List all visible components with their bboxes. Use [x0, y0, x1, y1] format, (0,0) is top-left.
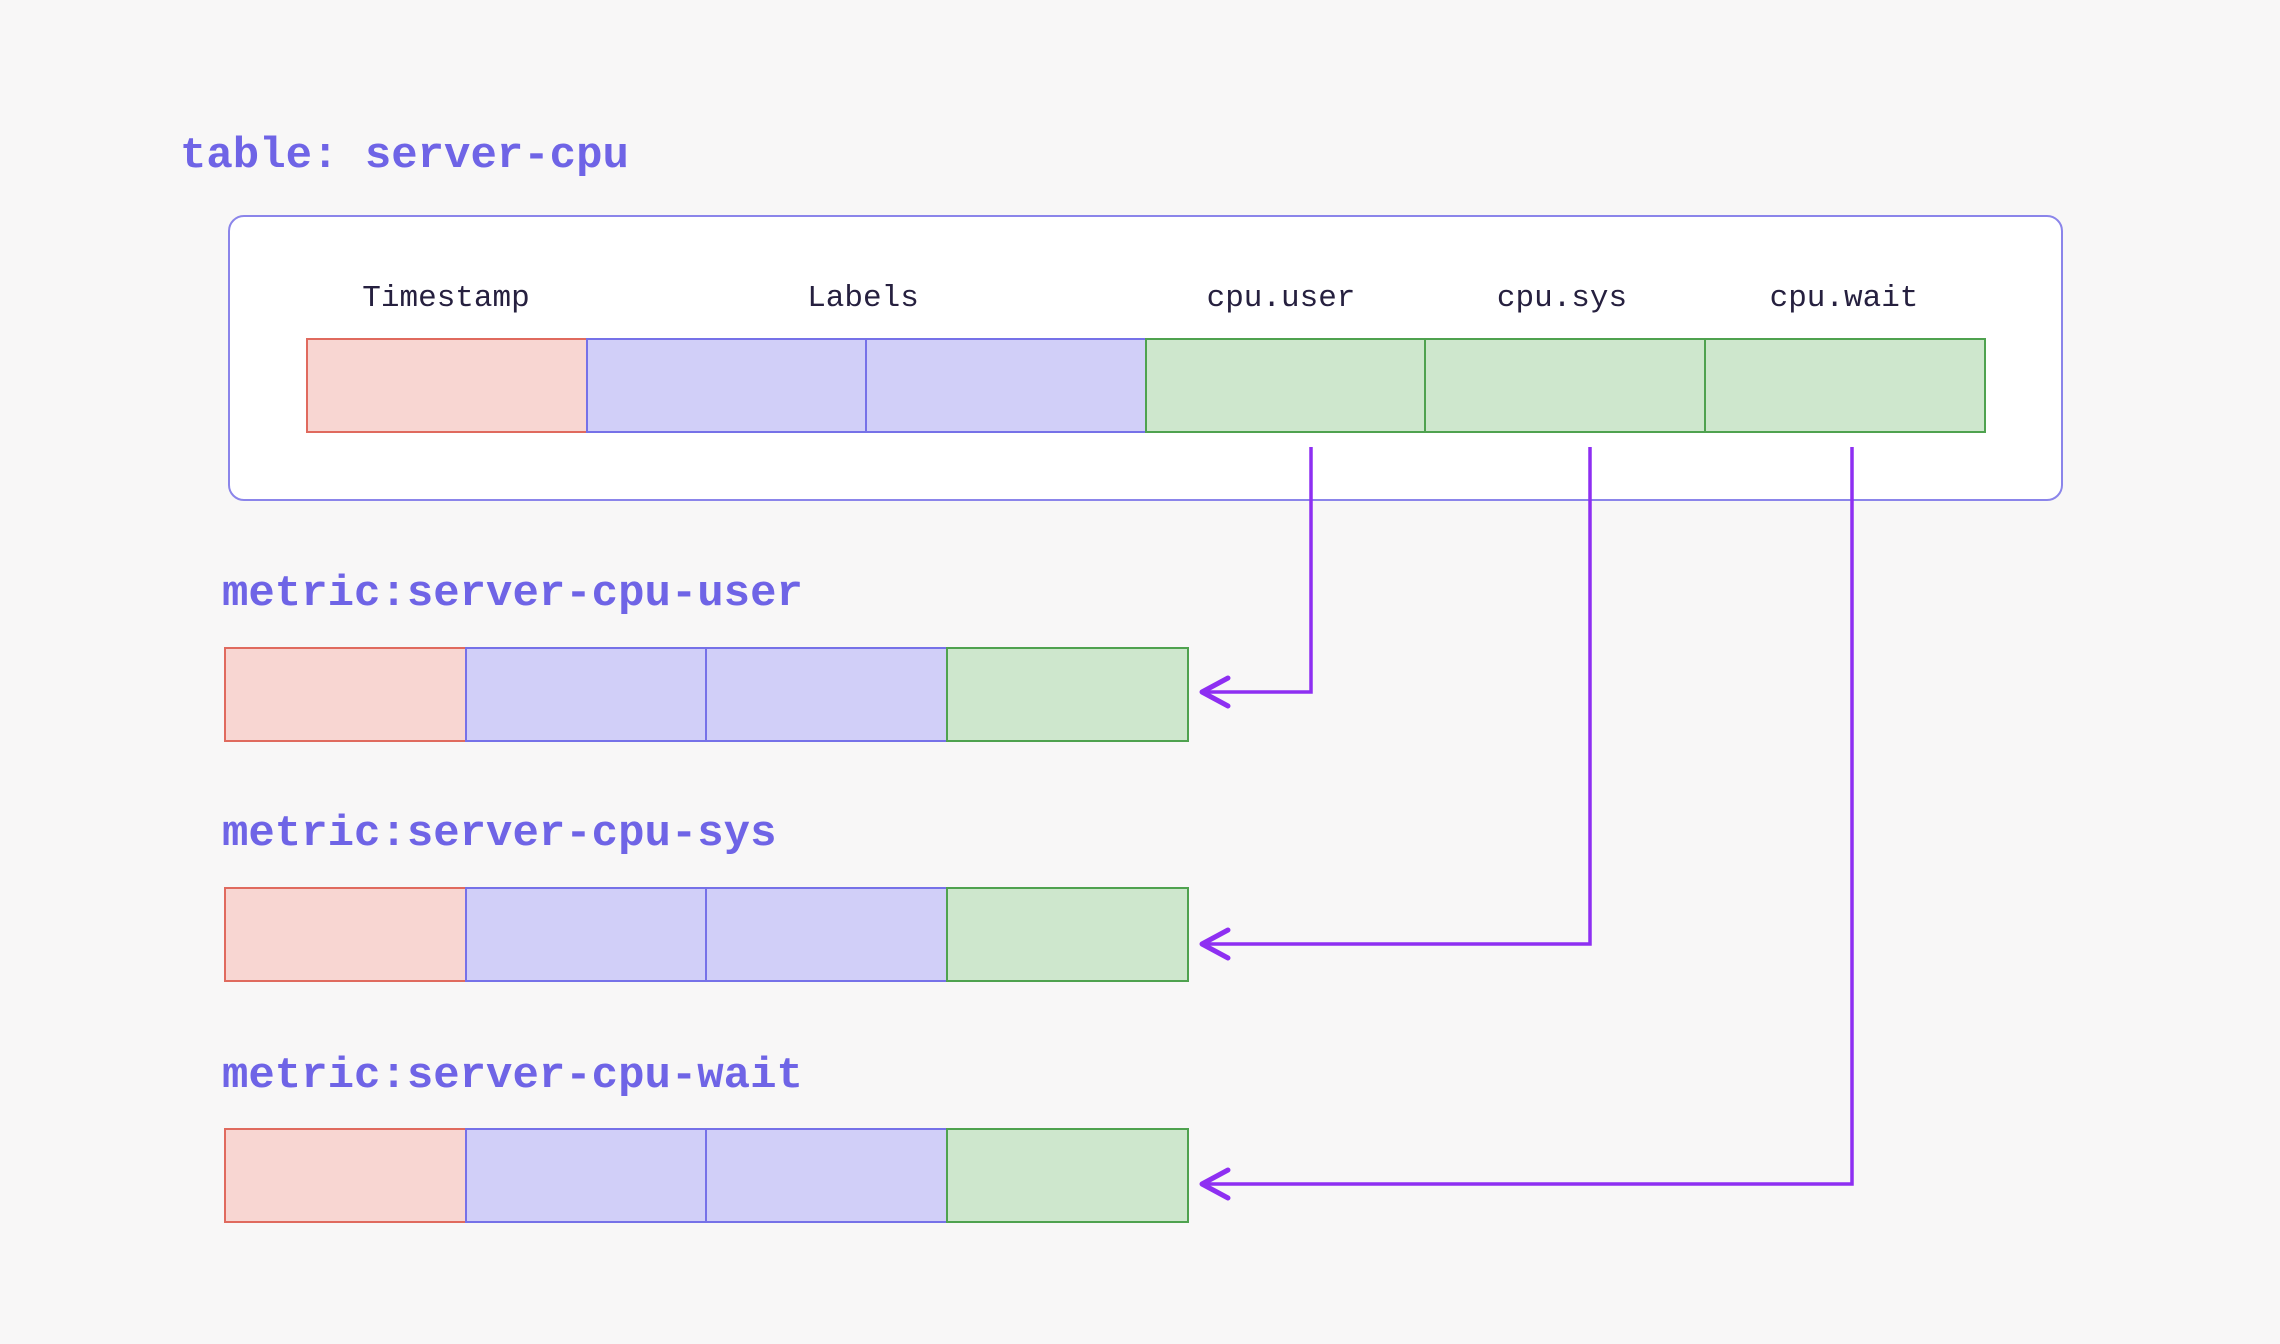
column-header-cpu-user: cpu.user	[1206, 281, 1356, 316]
metric-labels-cell-2	[705, 1128, 948, 1223]
column-header-timestamp: Timestamp	[362, 281, 530, 316]
metric-row-cpu-sys	[224, 887, 1189, 982]
metric-value-cell	[945, 887, 1189, 982]
metric-timestamp-cell	[224, 1128, 467, 1223]
metric-timestamp-cell	[224, 647, 467, 742]
table-field-cell-cpu-wait	[1703, 338, 1986, 433]
metric-labels-cell-1	[464, 1128, 708, 1223]
table-title: table: server-cpu	[180, 131, 629, 181]
metric-labels-cell-1	[464, 887, 708, 982]
metric-row-cpu-wait	[224, 1128, 1189, 1223]
arrow-cpu-wait-to-metric	[1199, 447, 1854, 1201]
table-labels-cell-1	[585, 338, 868, 433]
table-schema-row	[306, 338, 1986, 433]
table-labels-cell-2	[865, 338, 1147, 433]
metric-labels-cell-2	[705, 887, 948, 982]
metric-labels-cell-1	[464, 647, 708, 742]
metric-value-cell	[945, 1128, 1189, 1223]
metric-row-cpu-user	[224, 647, 1189, 742]
metric-labels-cell-2	[705, 647, 948, 742]
column-header-labels: Labels	[807, 281, 919, 316]
column-header-cpu-wait: cpu.wait	[1769, 281, 1919, 316]
metric-timestamp-cell	[224, 887, 467, 982]
table-field-cell-cpu-sys	[1424, 338, 1706, 433]
table-field-cell-cpu-user	[1144, 338, 1427, 433]
arrow-cpu-sys-to-metric	[1199, 447, 1592, 961]
table-timestamp-cell	[306, 338, 588, 433]
column-header-cpu-sys: cpu.sys	[1496, 281, 1628, 316]
metric-title-cpu-wait: metric:server-cpu-wait	[222, 1051, 803, 1101]
metric-title-cpu-sys: metric:server-cpu-sys	[222, 809, 777, 859]
metric-value-cell	[945, 647, 1189, 742]
metric-title-cpu-user: metric:server-cpu-user	[222, 569, 803, 619]
